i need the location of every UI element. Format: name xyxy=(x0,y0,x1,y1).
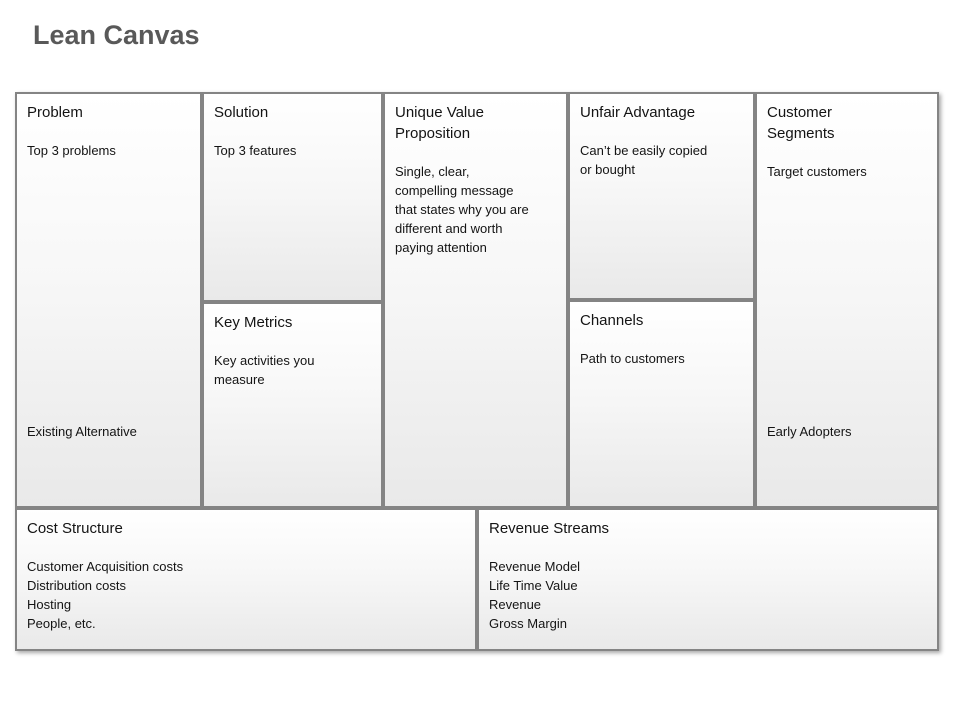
customer-segments-hint: Target customers xyxy=(767,164,867,179)
revenue-streams-line: Gross Margin xyxy=(489,616,568,631)
problem-footer-existing-alternative: Existing Alternative xyxy=(27,424,137,439)
cell-revenue-streams: Revenue Streams Revenue Model Life Time … xyxy=(477,508,939,651)
revenue-streams-list: Revenue Model Life Time Value Revenue Gr… xyxy=(489,557,927,633)
cell-unique-value-proposition: Unique Value Proposition Single, clear, … xyxy=(383,92,568,508)
cell-cost-structure: Cost Structure Customer Acquisition cost… xyxy=(15,508,477,651)
solution-hint: Top 3 features xyxy=(214,143,297,158)
cost-structure-line: Distribution costs xyxy=(27,578,126,593)
problem-hint: Top 3 problems xyxy=(27,143,116,158)
cost-structure-line: Customer Acquisition costs xyxy=(27,559,184,574)
problem-title: Problem xyxy=(27,104,83,121)
cost-structure-title: Cost Structure xyxy=(27,520,123,537)
cell-solution: Solution Top 3 features xyxy=(202,92,383,302)
cell-channels: Channels Path to customers xyxy=(568,300,755,508)
cell-problem: Problem Top 3 problems Existing Alternat… xyxy=(15,92,202,508)
customer-segments-footer-early-adopters: Early Adopters xyxy=(767,424,852,439)
lean-canvas-grid: Problem Top 3 problems Existing Alternat… xyxy=(15,92,939,651)
channels-title: Channels xyxy=(580,312,644,329)
channels-hint: Path to customers xyxy=(580,351,685,366)
revenue-streams-title: Revenue Streams xyxy=(489,520,610,537)
page-title: Lean Canvas xyxy=(33,20,200,50)
revenue-streams-line: Revenue xyxy=(489,597,542,612)
key-metrics-hint: Key activities you measure xyxy=(214,353,315,387)
revenue-streams-line: Life Time Value xyxy=(489,578,578,593)
revenue-streams-line: Revenue Model xyxy=(489,559,581,574)
cost-structure-line: Hosting xyxy=(27,597,72,612)
unique-value-proposition-title: Unique Value Proposition xyxy=(395,104,484,142)
cell-customer-segments: Customer Segments Target customers Early… xyxy=(755,92,939,508)
key-metrics-title: Key Metrics xyxy=(214,314,293,331)
unfair-advantage-hint: Can’t be easily copied or bought xyxy=(580,143,708,177)
unique-value-proposition-hint: Single, clear, compelling message that s… xyxy=(395,164,529,255)
cost-structure-line: People, etc. xyxy=(27,616,96,631)
unfair-advantage-title: Unfair Advantage xyxy=(580,104,696,121)
cell-key-metrics: Key Metrics Key activities you measure xyxy=(202,302,383,508)
solution-title: Solution xyxy=(214,104,269,121)
cell-unfair-advantage: Unfair Advantage Can’t be easily copied … xyxy=(568,92,755,300)
cost-structure-list: Customer Acquisition costs Distribution … xyxy=(27,557,465,633)
customer-segments-title: Customer Segments xyxy=(767,104,835,142)
